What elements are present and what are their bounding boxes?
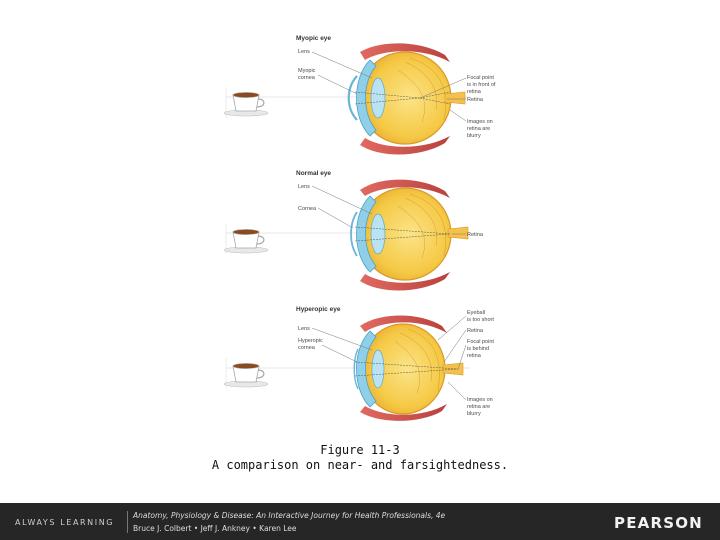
label-blurry-myopic-2: retina are — [467, 126, 490, 132]
footer-authors: Bruce J. Colbert • Jeff J. Ankney • Kare… — [133, 524, 297, 533]
footer-tagline: ALWAYS LEARNING — [15, 518, 115, 527]
label-focal-myopic-2: is in front of — [467, 82, 496, 88]
label-blurry-myopic-3: blurry — [467, 133, 481, 139]
panel-myopic: Myopic eye Lens Myopic cornea — [223, 35, 496, 155]
eyeball-illustration — [350, 179, 469, 291]
footer-bar: ALWAYS LEARNING Anatomy, Physiology & Di… — [0, 503, 720, 540]
label-blurry-hyperopic-2: retina are — [467, 404, 490, 410]
label-eyeball-hyperopic-1: Eyeball — [467, 310, 485, 316]
panel-title-myopic: Myopic eye — [296, 35, 331, 42]
label-focal-myopic-3: retina — [467, 89, 482, 95]
coffee-cup-icon — [223, 91, 269, 117]
label-blurry-myopic-1: Images on — [467, 119, 493, 125]
publisher-logo: PEARSON — [614, 514, 703, 532]
label-retina-normal: Retina — [467, 232, 484, 238]
label-focal-hyperopic-2: is behind — [467, 346, 489, 352]
figure-description: A comparison on near- and farsightedness… — [211, 458, 509, 472]
label-cornea-myopic-2: cornea — [298, 75, 316, 81]
label-blurry-hyperopic-3: blurry — [467, 411, 481, 417]
panel-normal: Normal eye Lens Cornea — [223, 170, 484, 291]
label-retina-hyperopic: Retina — [467, 328, 484, 334]
label-focal-myopic-1: Focal point — [467, 75, 494, 81]
label-lens-myopic: Lens — [298, 49, 310, 55]
figure-svg: Myopic eye Lens Myopic cornea — [223, 35, 496, 421]
label-blurry-hyperopic-1: Images on — [467, 397, 493, 403]
label-focal-hyperopic-3: retina — [467, 353, 482, 359]
eyeball-illustration — [347, 43, 466, 155]
footer-divider — [127, 511, 128, 533]
panel-title-normal: Normal eye — [296, 170, 331, 177]
label-focal-hyperopic-1: Focal point — [467, 339, 494, 345]
label-lens-hyperopic: Lens — [298, 326, 310, 332]
panel-hyperopic: Hyperopic eye Lens Hyperopic cornea — [223, 306, 494, 421]
coffee-cup-icon — [223, 362, 269, 388]
label-cornea-myopic-1: Myopic — [298, 68, 316, 74]
panel-title-hyperopic: Hyperopic eye — [296, 306, 341, 313]
label-retina-myopic: Retina — [467, 97, 484, 103]
label-cornea-hyperopic-2: cornea — [298, 345, 316, 351]
figure-caption: Figure 11-3 A comparison on near- and fa… — [0, 443, 720, 473]
label-cornea-hyperopic-1: Hyperopic — [298, 338, 323, 344]
label-eyeball-hyperopic-2: is too short — [467, 317, 494, 323]
footer-book-title: Anatomy, Physiology & Disease: An Intera… — [133, 511, 446, 520]
figure-number: Figure 11-3 — [320, 443, 400, 457]
label-lens-normal: Lens — [298, 184, 310, 190]
eye-comparison-figure: Myopic eye Lens Myopic cornea — [223, 35, 496, 421]
label-cornea-normal: Cornea — [298, 206, 317, 212]
eyeball-illustration — [353, 315, 464, 421]
